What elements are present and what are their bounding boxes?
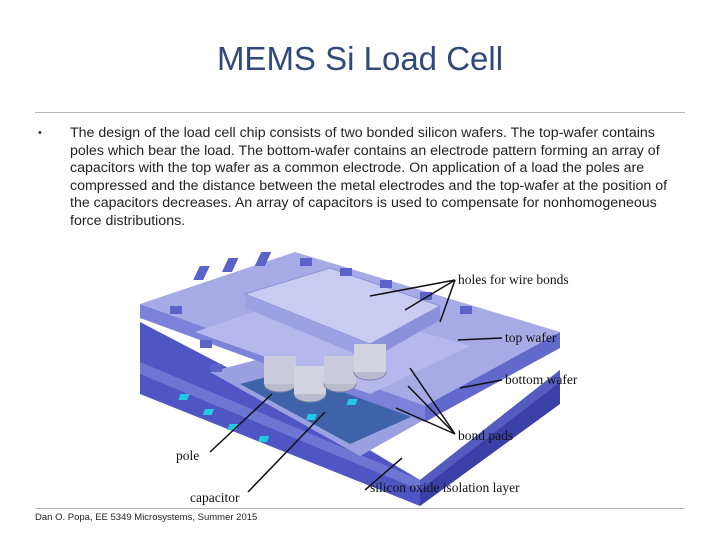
- label-holes: holes for wire bonds: [458, 272, 569, 287]
- poles: [263, 344, 387, 422]
- label-capacitor: capacitor: [190, 490, 240, 505]
- bullet-marker: •: [38, 127, 42, 139]
- wire-bond-holes: [170, 252, 472, 372]
- slide-title: MEMS Si Load Cell: [216, 40, 504, 77]
- bullet-text: The design of the load cell chip consist…: [70, 125, 668, 229]
- callout-lines: [209, 279, 503, 493]
- label-top-wafer: top wafer: [505, 330, 557, 345]
- label-bottom-wafer: bottom wafer: [505, 372, 578, 387]
- footer-divider: [35, 508, 685, 509]
- footer-text: Dan O. Popa, EE 5349 Microsystems, Summe…: [35, 512, 258, 523]
- load-cell-diagram: holes for wire bonds top wafer bottom wa…: [140, 252, 578, 506]
- title-divider: [35, 112, 685, 113]
- label-oxide: silicon oxide isolation layer: [370, 480, 520, 495]
- pressure-plate: [243, 267, 442, 360]
- label-pole: pole: [176, 448, 199, 463]
- label-bond-pads: bond pads: [458, 428, 513, 443]
